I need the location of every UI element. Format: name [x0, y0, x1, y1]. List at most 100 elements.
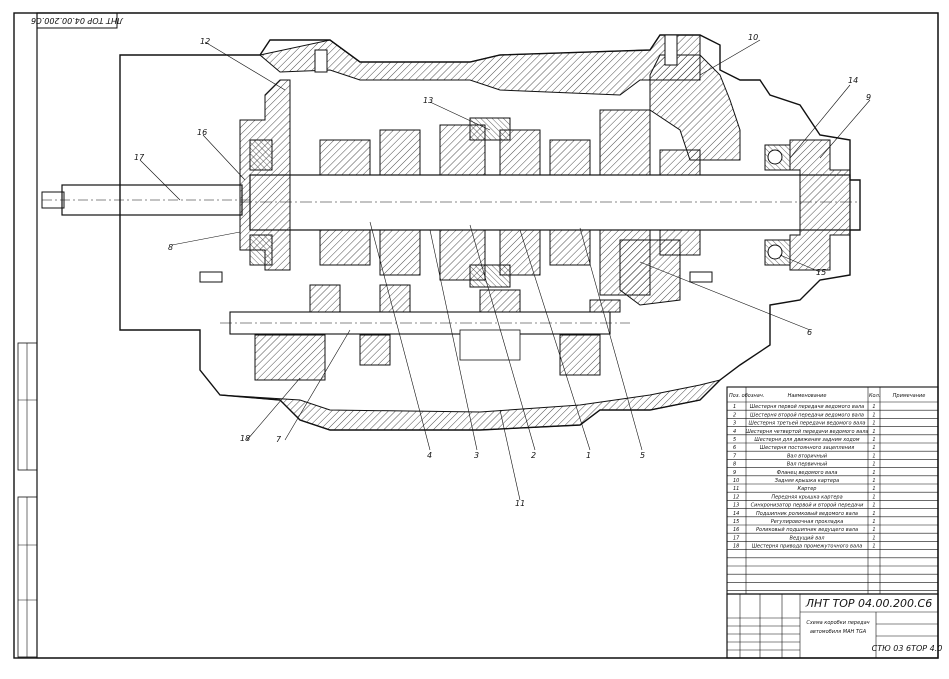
- part-label-8: 8: [168, 243, 173, 252]
- output-flange: [789, 139, 851, 271]
- bom-cell-pos: 3: [733, 421, 736, 427]
- part-label-18: 18: [240, 434, 250, 443]
- part-label-16: 16: [197, 128, 207, 137]
- top-stamp: ЛНТ ТОР 04.00.200.С6: [31, 12, 124, 29]
- part-label-3: 3: [474, 451, 479, 460]
- bom-rows: 1 Шестерня первой передачи ведомого вала 1…: [727, 404, 938, 591]
- bom-cell-qty: 1: [872, 462, 875, 468]
- bom-cell-pos: 6: [733, 445, 736, 451]
- bom-cell-name: Шестерня третьей передачи ведомого вала: [749, 421, 866, 427]
- gearbox-section-view: [41, 34, 861, 431]
- bom-cell-pos: 10: [733, 478, 739, 484]
- bom-cell-pos: 8: [733, 462, 736, 468]
- bom-cell-name: Картер: [798, 486, 817, 492]
- part-label-7: 7: [276, 435, 282, 444]
- bom-cell-pos: 4: [733, 429, 736, 435]
- title-org: СТЮ 03 6ТОР 4.0: [872, 644, 943, 653]
- main-shaft: [249, 174, 851, 231]
- bearings: [249, 139, 791, 266]
- part-label-15: 15: [816, 268, 826, 277]
- bom-cell-pos: 1: [733, 404, 736, 410]
- synchronizer: [469, 117, 511, 141]
- bom-cell-name: Шестерня второй передачи ведомого вала: [750, 412, 864, 418]
- bom-cell-name: Регулировочная прокладка: [771, 519, 844, 525]
- part-label-1: 1: [586, 451, 591, 460]
- bom-cell-qty: 1: [872, 404, 875, 410]
- bom-header-qty: Кол.: [869, 393, 880, 399]
- bom-cell-pos: 5: [733, 437, 736, 443]
- title-line-1: Схема коробки передач: [806, 620, 869, 626]
- title-block: ЛНТ ТОР 04.00.200.С6 Схема коробки перед…: [726, 593, 943, 659]
- bom-cell-name: Шестерня первой передачи ведомого вала: [750, 404, 864, 410]
- bom-cell-name: Синхронизатор первой и второй передачи: [751, 503, 864, 509]
- countershaft-gears: [254, 284, 621, 381]
- bom-cell-qty: 1: [872, 470, 875, 476]
- title-line-2: автомобиля МАН TGA: [810, 629, 867, 635]
- bom-cell-name: Шестерня для движения задним ходом: [754, 437, 859, 443]
- bom-cell-qty: 1: [872, 494, 875, 500]
- bom-cell-name: Фланец ведомого вала: [777, 470, 838, 476]
- housing-outline: [119, 34, 861, 431]
- part-label-6: 6: [807, 328, 812, 337]
- bom-cell-pos: 2: [733, 412, 736, 418]
- bom-cell-qty: 1: [872, 478, 875, 484]
- bom-cell-name: Вал первичный: [787, 462, 828, 468]
- bom-cell-pos: 18: [733, 544, 739, 550]
- housing-wall-bottom: [219, 379, 722, 431]
- bom-cell-pos: 7: [733, 453, 737, 459]
- bom-cell-qty: 1: [872, 412, 875, 418]
- bom-header-name: Наименование: [788, 393, 827, 399]
- bom-header-note: Примечание: [893, 393, 926, 399]
- part-label-11: 11: [515, 499, 525, 508]
- bom-cell-pos: 14: [733, 511, 739, 517]
- part-label-5: 5: [640, 451, 645, 460]
- bom-cell-pos: 15: [733, 519, 739, 525]
- part-label-13: 13: [423, 96, 433, 105]
- sheet-inner-border: [36, 12, 939, 659]
- bom-cell-qty: 1: [872, 535, 875, 541]
- bom-cell-qty: 1: [872, 503, 875, 509]
- bom-cell-qty: 1: [872, 527, 875, 533]
- part-label-14: 14: [848, 76, 858, 85]
- bom-cell-pos: 17: [733, 535, 740, 541]
- rear-cover: [649, 54, 741, 161]
- bom-cell-qty: 1: [872, 429, 875, 435]
- bom-cell-name: Задняя крышка картера: [775, 478, 839, 484]
- bom-cell-name: Шестерня привода промежуточного вала: [752, 544, 863, 550]
- part-label-17: 17: [134, 153, 145, 162]
- bom-cell-qty: 1: [872, 511, 875, 517]
- part-label-2: 2: [531, 451, 536, 460]
- bom-cell-qty: 1: [872, 437, 875, 443]
- bom-cell-pos: 13: [733, 503, 739, 509]
- main-shaft-gears: [319, 109, 701, 296]
- bill-of-materials: Поз. обознач. Наименование Кол. Примечан…: [726, 386, 939, 595]
- bom-cell-qty: 1: [872, 519, 875, 525]
- bom-cell-pos: 16: [733, 527, 739, 533]
- top-stamp-code: ЛНТ ТОР 04.00.200.С6: [31, 16, 124, 25]
- bom-cell-name: Вал вторичный: [787, 453, 828, 459]
- bolts: [199, 34, 713, 283]
- bom-cell-qty: 1: [872, 544, 875, 550]
- left-side-stamps: [17, 342, 38, 658]
- bom-cell-name: Подшипник роликовый ведомого вала: [756, 511, 858, 517]
- bom-cell-qty: 1: [872, 486, 875, 492]
- constant-mesh-gear: [619, 239, 681, 306]
- bom-cell-name: Роликовый подшипник ведущего вала: [756, 527, 858, 533]
- bom-cell-qty: 1: [872, 453, 875, 459]
- bom-header-pos: Поз. обознач.: [729, 393, 764, 399]
- bom-cell-qty: 1: [872, 445, 875, 451]
- bom-cell-name: Ведущий вал: [790, 535, 826, 541]
- title-doc-code: ЛНТ ТОР 04.00.200.С6: [805, 597, 932, 610]
- bom-cell-name: Передняя крышка картера: [771, 494, 842, 500]
- bom-cell-name: Шестерня постоянного зацепления: [760, 445, 854, 451]
- bom-cell-name: Шестерня четвертой передачи ведомого вал…: [746, 429, 869, 435]
- part-label-12: 12: [200, 37, 210, 46]
- bom-cell-pos: 9: [733, 470, 736, 476]
- part-label-10: 10: [748, 33, 758, 42]
- bom-cell-pos: 12: [733, 494, 739, 500]
- bom-cell-pos: 11: [733, 486, 739, 492]
- bom-cell-qty: 1: [872, 421, 875, 427]
- part-leaders: 1 2 3 4 5 6 7 8 9 10 11 12 13 14 15 16 1…: [134, 33, 871, 508]
- part-label-9: 9: [866, 93, 871, 102]
